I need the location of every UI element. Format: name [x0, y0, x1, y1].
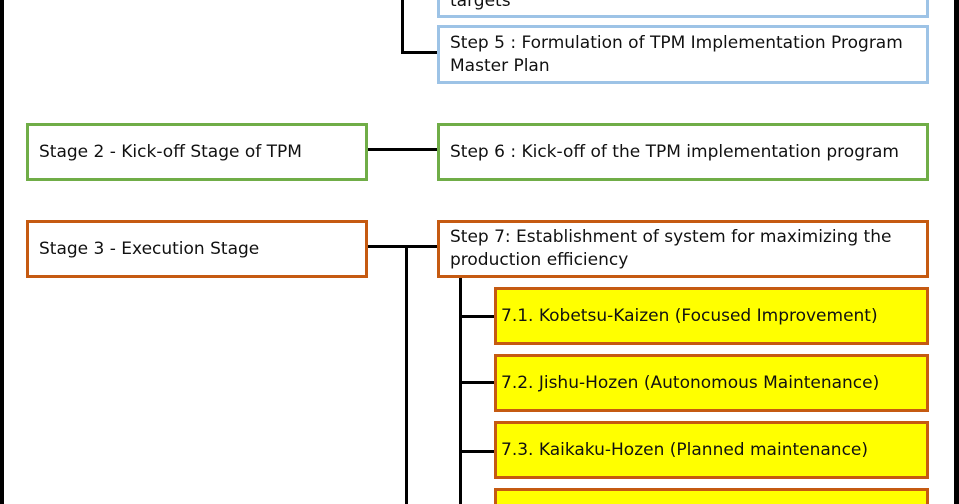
- step4-box: targets: [437, 0, 929, 18]
- connector-step5: [401, 51, 437, 54]
- step-7-1-box: 7.1. Kobetsu-Kaizen (Focused Improvement…: [494, 287, 929, 345]
- step-7-3-label: 7.3. Kaikaku-Hozen (Planned maintenance): [501, 439, 869, 460]
- connector-7-3: [459, 450, 495, 453]
- step7-label: Step 7: Establishment of system for maxi…: [450, 227, 892, 270]
- stage2-label: Stage 2 - Kick-off Stage of TPM: [39, 141, 302, 162]
- connector-7-1: [459, 315, 495, 318]
- connector-vertical-step7: [459, 278, 462, 504]
- step6-box: Step 6 : Kick-off of the TPM implementat…: [437, 123, 929, 181]
- connector-vertical-stage1: [401, 0, 404, 53]
- step-7-4-box: [494, 488, 929, 504]
- step5-box: Step 5 : Formulation of TPM Implementati…: [437, 25, 929, 84]
- step-7-3-box: 7.3. Kaikaku-Hozen (Planned maintenance): [494, 421, 929, 479]
- stage3-label: Stage 3 - Execution Stage: [39, 238, 260, 259]
- step-7-2-box: 7.2. Jishu-Hozen (Autonomous Maintenance…: [494, 354, 929, 412]
- step-7-1-label: 7.1. Kobetsu-Kaizen (Focused Improvement…: [501, 305, 878, 326]
- tpm-flow-diagram: targets Step 5 : Formulation of TPM Impl…: [4, 0, 954, 504]
- stage2-box: Stage 2 - Kick-off Stage of TPM: [26, 123, 368, 181]
- connector-vertical-stage3: [405, 245, 408, 504]
- step-7-2-label: 7.2. Jishu-Hozen (Autonomous Maintenance…: [501, 372, 880, 393]
- step6-label: Step 6 : Kick-off of the TPM implementat…: [450, 141, 899, 162]
- connector-stage3-step7: [368, 245, 437, 248]
- step5-label: Step 5 : Formulation of TPM Implementati…: [450, 32, 903, 76]
- connector-stage2-step6: [368, 148, 437, 151]
- step4-label: targets: [450, 0, 511, 11]
- connector-7-2: [459, 381, 495, 384]
- stage3-box: Stage 3 - Execution Stage: [26, 220, 368, 278]
- step7-box: Step 7: Establishment of system for maxi…: [437, 220, 929, 278]
